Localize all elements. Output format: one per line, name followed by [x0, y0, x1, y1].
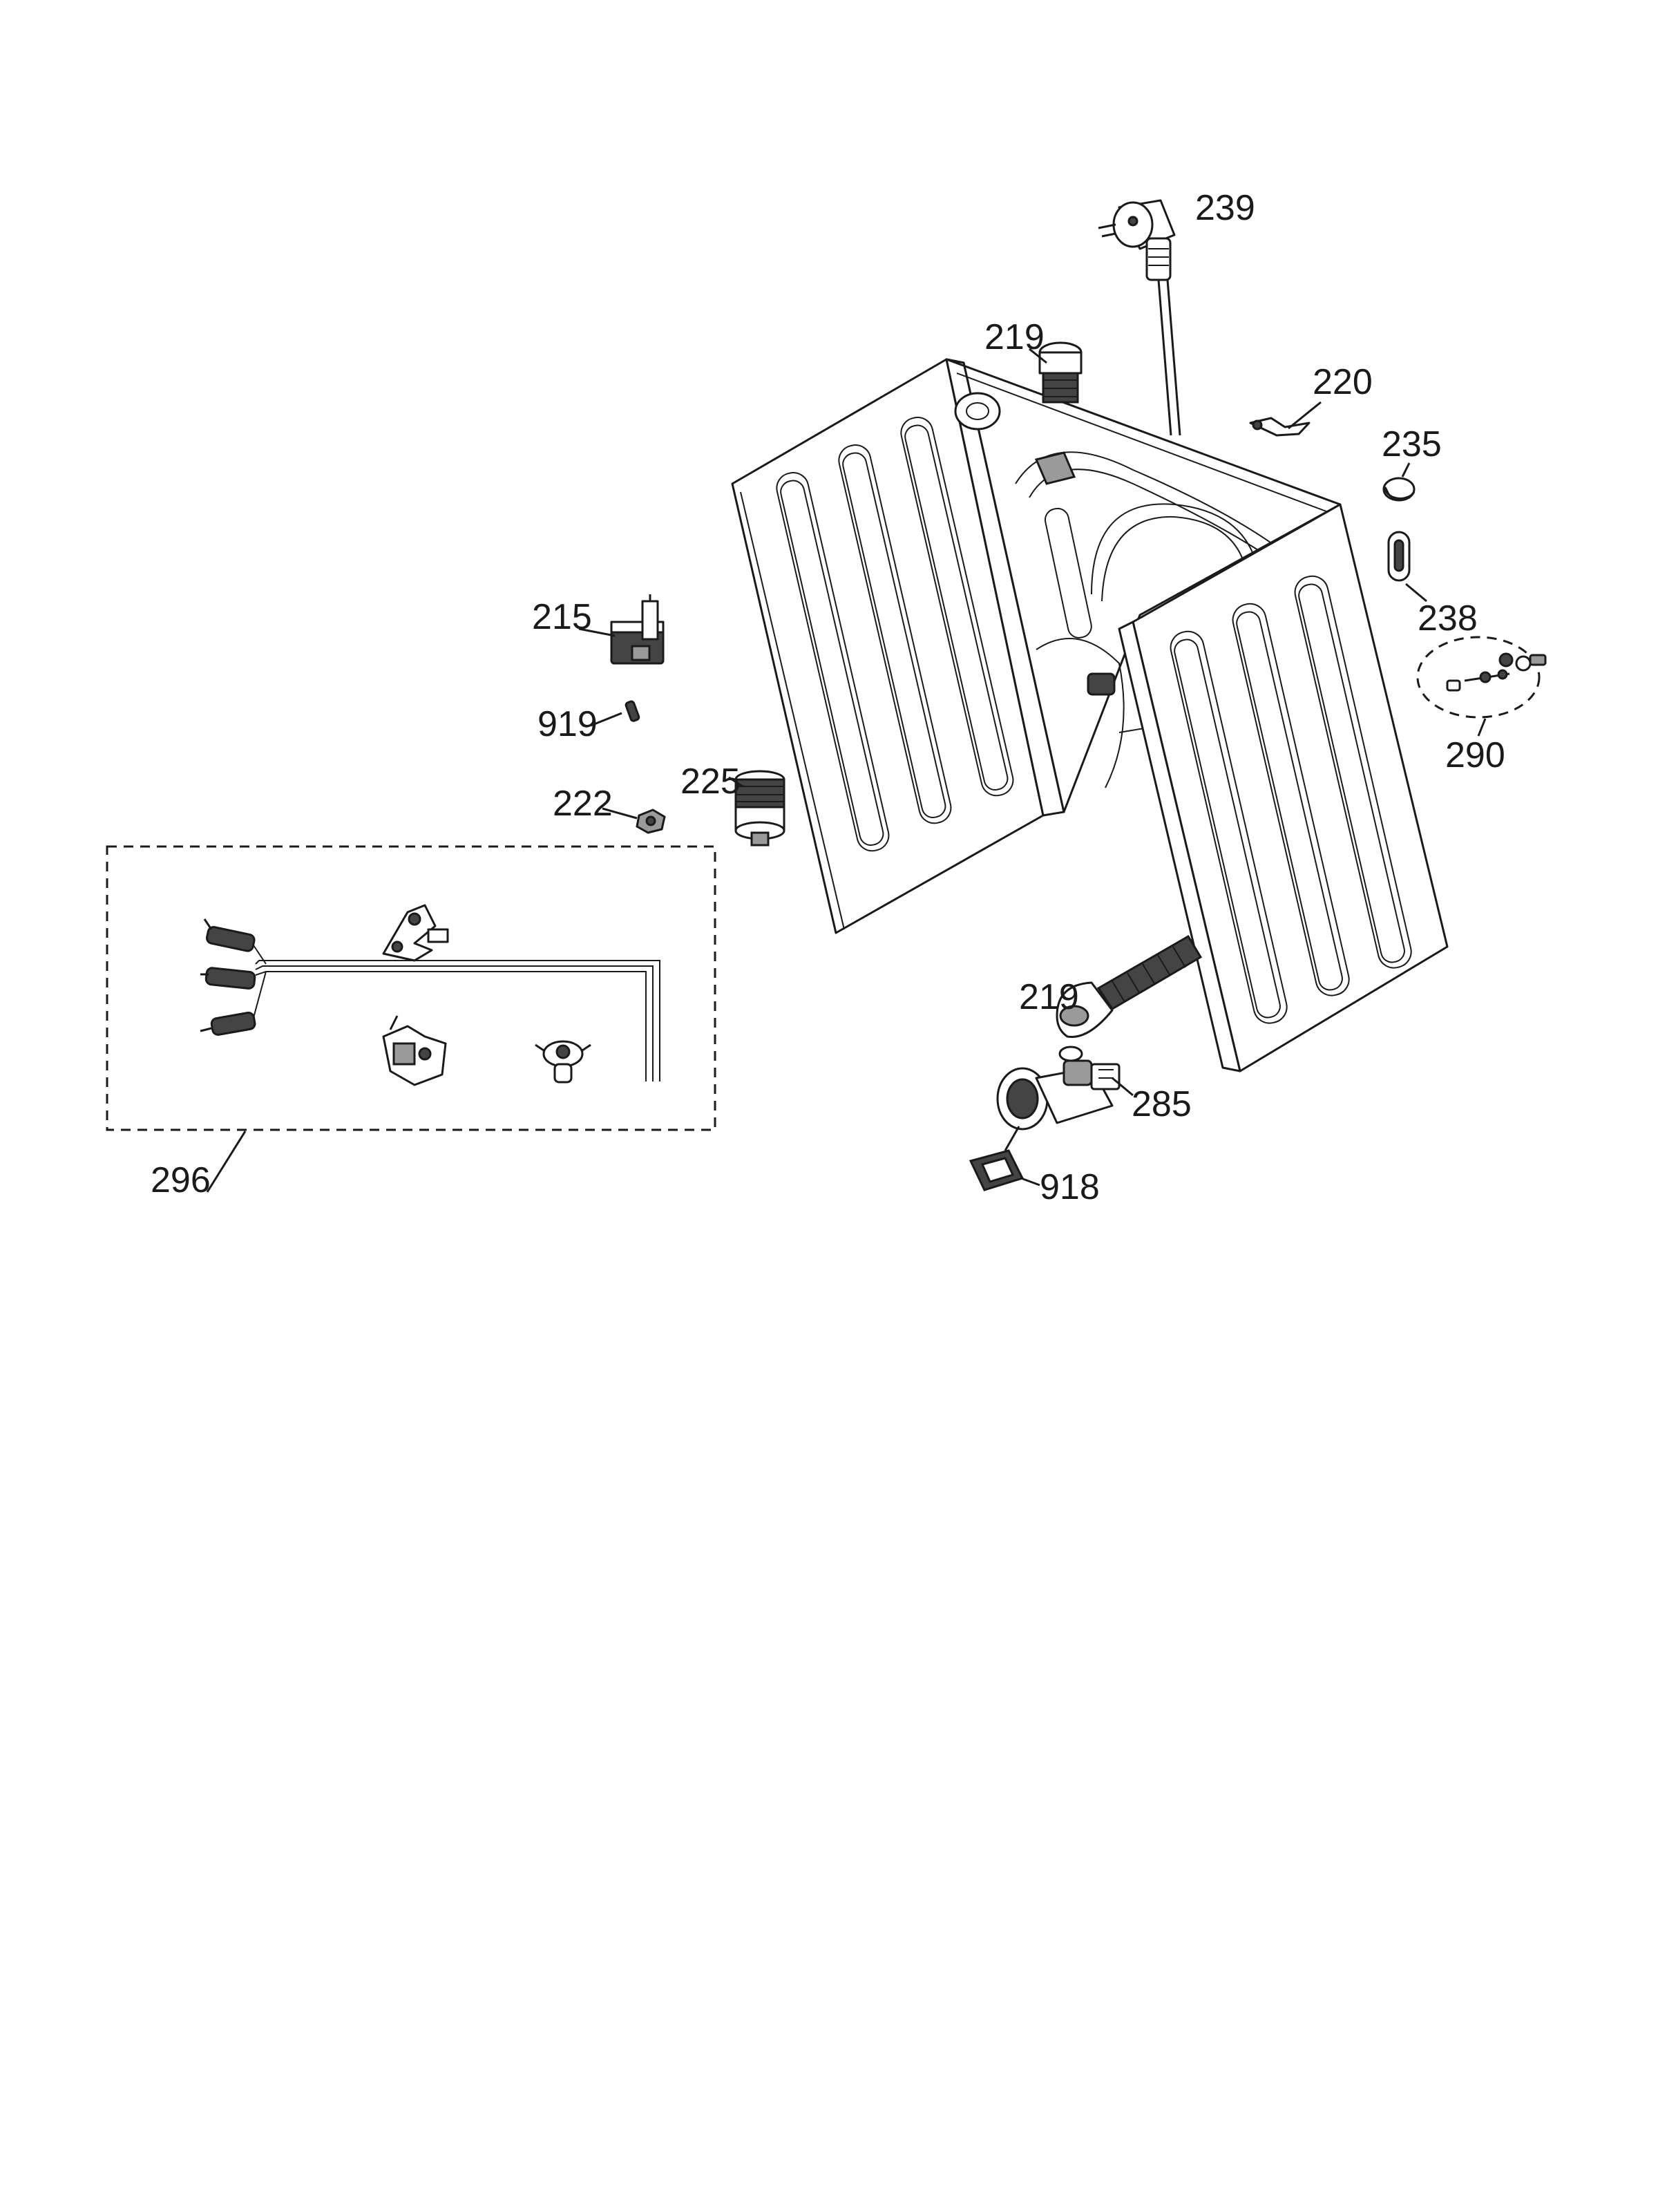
- cable-clip-icon: [1249, 417, 1311, 437]
- label-235: 235: [1382, 424, 1442, 464]
- cabinet-right-panel-icon: [1118, 503, 1449, 1072]
- power-plug-icon: [1098, 199, 1181, 436]
- drain-pump-icon: [996, 1046, 1121, 1131]
- label-225: 225: [680, 762, 741, 802]
- label-918: 918: [1040, 1167, 1100, 1207]
- label-219-bottom: 219: [1019, 977, 1079, 1017]
- wiring-harness-group: [106, 845, 716, 1131]
- square-gasket-icon: [969, 1149, 1025, 1191]
- screw-icon: [625, 700, 640, 722]
- label-290: 290: [1445, 735, 1505, 775]
- nut-icon: [636, 809, 666, 834]
- cabinet-left-panel-icon: [731, 358, 1065, 934]
- harness-clamp-icon: [382, 904, 449, 962]
- foot-cap-icon: [1382, 477, 1416, 502]
- inlet-fitting-icon: [1038, 341, 1083, 404]
- harness-connector-icon: [200, 918, 256, 1036]
- label-238: 238: [1418, 598, 1478, 639]
- label-285: 285: [1132, 1084, 1192, 1124]
- label-296: 296: [151, 1160, 211, 1200]
- label-215: 215: [532, 597, 592, 637]
- bearing-cylinder-icon: [734, 770, 785, 847]
- label-222: 222: [553, 784, 613, 824]
- label-220: 220: [1313, 362, 1373, 402]
- harness-grommet-icon: [535, 1040, 591, 1084]
- label-919: 919: [537, 704, 598, 744]
- hardware-kit-icon: [1416, 636, 1547, 719]
- label-219-top: 219: [984, 317, 1045, 357]
- drain-hose-icon: [1056, 934, 1203, 1039]
- interference-filter-icon: [610, 594, 665, 665]
- label-239: 239: [1195, 188, 1255, 228]
- harness-bracket-icon: [382, 1015, 447, 1086]
- slot-bracket-icon: [1387, 531, 1411, 582]
- cabinet-back-panel-icon: [945, 358, 1342, 813]
